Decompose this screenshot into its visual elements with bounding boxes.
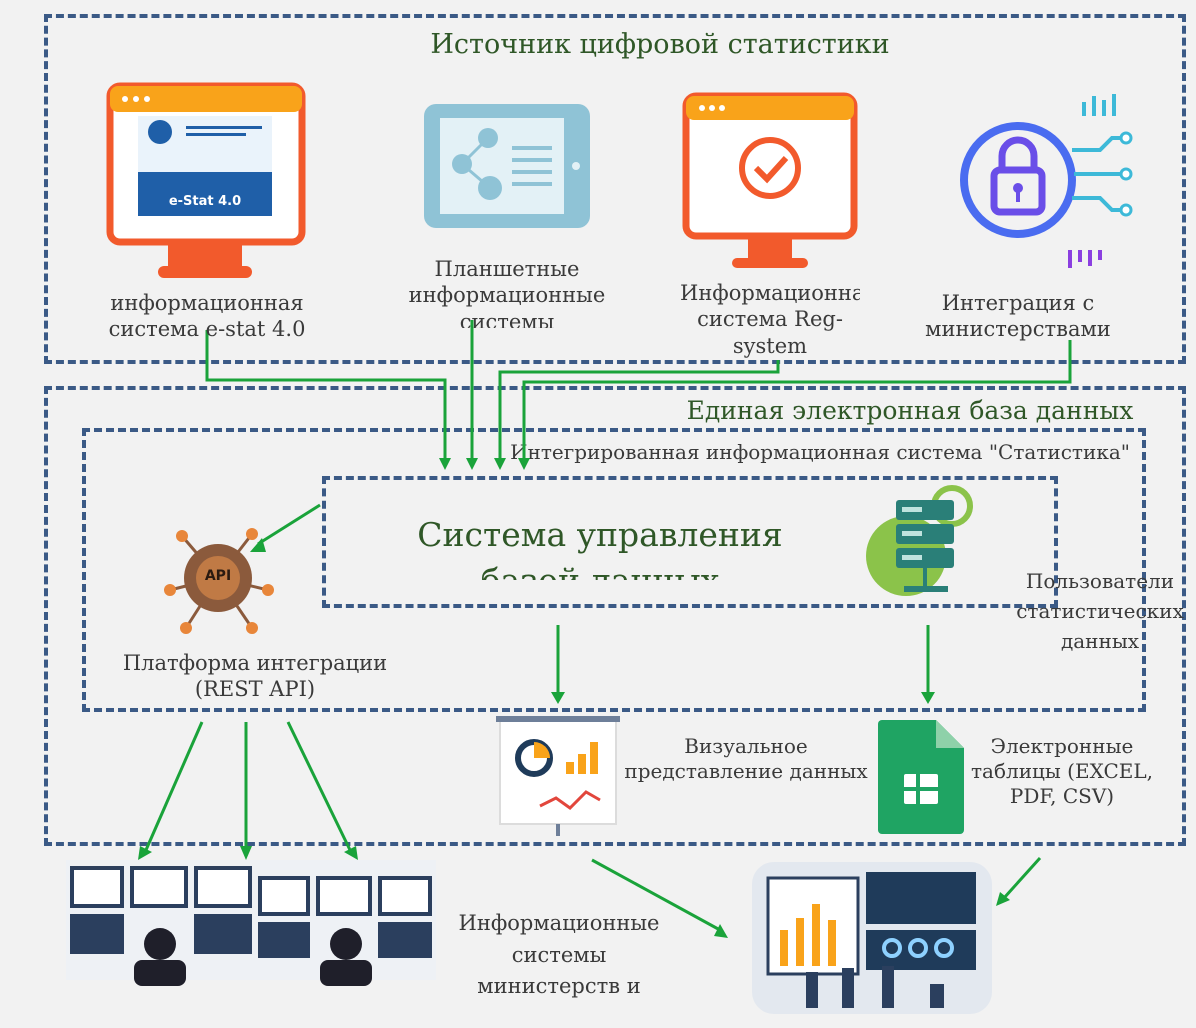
- sheets-label: Электронные таблицы (EXCEL, PDF, CSV): [970, 734, 1154, 808]
- database-section-title: Единая электронная база данных: [686, 396, 1134, 425]
- source-label-e-stat: информационная система e-stat 4.0: [108, 291, 306, 342]
- dbms-title: Система управления базой данных: [417, 515, 783, 580]
- lock-integration-icon: [960, 94, 1133, 268]
- dbms-box: [322, 476, 1058, 608]
- integrated-system-title: Интегрированная информационная система "…: [510, 440, 1130, 464]
- source-section-box: [44, 14, 1186, 364]
- source-label-reg-system: Информационная система Reg-system: [680, 281, 860, 358]
- presentation-board-icon: [496, 716, 620, 836]
- integrated-system-box: [82, 428, 1146, 712]
- users-label: Пользователи статистических данных: [1016, 569, 1184, 653]
- e-stat-screen-brand: e-Stat 4.0: [168, 194, 242, 209]
- visual-label: Визуальное представление данных: [624, 734, 868, 783]
- api-icon-text: API: [204, 568, 232, 584]
- connector-lines: [144, 320, 1072, 932]
- api-label: Платформа интеграции (REST API): [122, 651, 388, 702]
- e-stat-monitor-icon: [106, 82, 306, 278]
- reg-system-monitor-icon: [682, 92, 858, 268]
- analysts-dashboard-illustration: [752, 862, 992, 1014]
- arrowheads: [138, 458, 1010, 938]
- source-label-tablet: Планшетные информационные системы: [408, 257, 606, 328]
- source-section-title: Источник цифровой статистики: [430, 29, 890, 60]
- source-label-ministries: Интеграция с министерствами и: [925, 291, 1111, 346]
- spreadsheet-file-icon: [878, 720, 964, 834]
- monitoring-room-illustration: [66, 860, 436, 986]
- database-section-box: [44, 386, 1186, 846]
- ministries-label: Информационные системы министерств и: [458, 911, 660, 998]
- server-gear-icon: [866, 485, 973, 596]
- tablet-icon: [424, 104, 590, 228]
- api-gear-icon: [164, 528, 274, 634]
